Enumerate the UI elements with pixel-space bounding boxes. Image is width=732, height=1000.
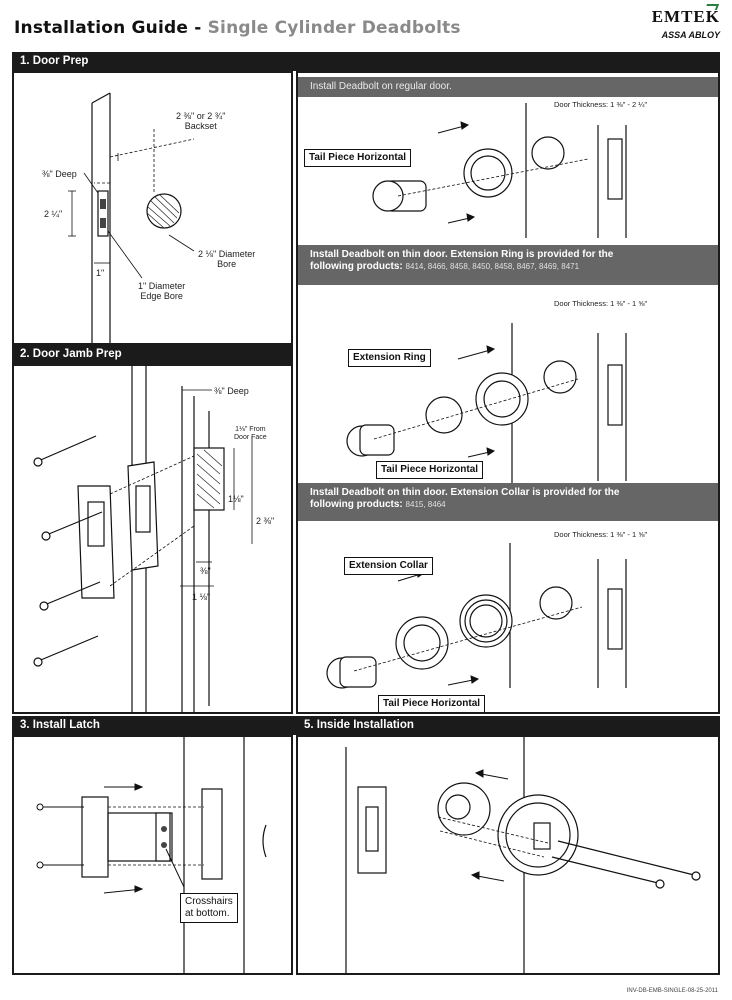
label-ring-thickness: Door Thickness: 1 ⅜" - 1 ⅝" [554,299,648,308]
label-one-inch: 1" [96,268,105,278]
brand-mark-icon [704,4,720,10]
bar-thin-collar: Install Deadbolt on thin door. Extension… [298,483,718,521]
label-backset: 2 ⅜" or 2 ¾"Backset [176,111,226,131]
document-code: INV-DB-EMB-SINGLE-08-25-2011 [626,988,718,994]
door-prep-drawing [68,92,195,343]
heading-door-prep: 1. Door Prep [20,55,89,67]
inside-installation-drawing [345,737,701,973]
bar-thin-ring: Install Deadbolt on thin door. Extension… [298,245,718,285]
panel-door-prep: 2 ⅜" or 2 ¾"Backset ⅜" Deep 2 ¼" 1" 2 ⅛"… [12,71,293,345]
label-dim-b: 2 ⅜" [256,516,275,526]
title-main: Installation Guide - [14,18,208,38]
brand-logo: EMTEK ASSA ABLOY [640,4,720,40]
label-dim-a: 1⅛" [228,494,244,504]
label-height: 2 ¼" [44,209,63,219]
panel-inside-installation [296,735,720,975]
collar-products: 8415, 8464 [405,500,446,509]
deadbolt-install-drawing [326,103,627,689]
jamb-prep-drawing [33,366,253,712]
callout-ring-tail: Tail Piece Horizontal [376,461,484,479]
brand-parent: ASSA ABLOY [661,30,720,40]
brand-name: EMTEK [651,7,720,26]
callout-extension-ring: Extension Ring [348,349,431,367]
title-subtitle: Single Cylinder Deadbolts [207,18,461,38]
callout-regular-tail: Tail Piece Horizontal [304,149,412,167]
heading-inside-installation: 5. Inside Installation [304,719,414,731]
callout-extension-collar: Extension Collar [344,557,433,575]
callout-collar-tail: Tail Piece Horizontal [378,695,486,712]
label-jamb-deep: ⅜" Deep [214,386,249,396]
page-title: Installation Guide - Single Cylinder Dea… [14,18,461,38]
label-collar-thickness: Door Thickness: 1 ⅜" - 1 ⅝" [554,530,648,539]
section-band-bottom: 3. Install Latch 5. Inside Installation [12,716,720,735]
heading-install-latch: 3. Install Latch [20,719,100,731]
panel-deadbolt-install: Install Deadbolt on regular door. Door T… [296,71,720,714]
label-deep: ⅜" Deep [42,169,77,179]
callout-crosshairs: Crosshairs at bottom. [180,893,238,923]
heading-jamb-prep: 2. Door Jamb Prep [20,348,122,360]
label-dim-c: ⅜" [200,566,211,576]
section-band-top: 1. Door Prep [12,52,720,71]
panel-install-latch: Crosshairs at bottom. [12,735,293,975]
bar-regular-door: Install Deadbolt on regular door. [298,77,718,97]
label-regular-thickness: Door Thickness: 1 ⅜" - 2 ¼" [554,100,648,109]
ring-products: 8414, 8466, 8458, 8450, 8458, 8467, 8469… [405,262,580,271]
label-dim-d: 1 ⅛" [192,592,211,602]
install-latch-drawing [36,737,267,973]
section-band-jamb: 2. Door Jamb Prep [12,345,293,364]
